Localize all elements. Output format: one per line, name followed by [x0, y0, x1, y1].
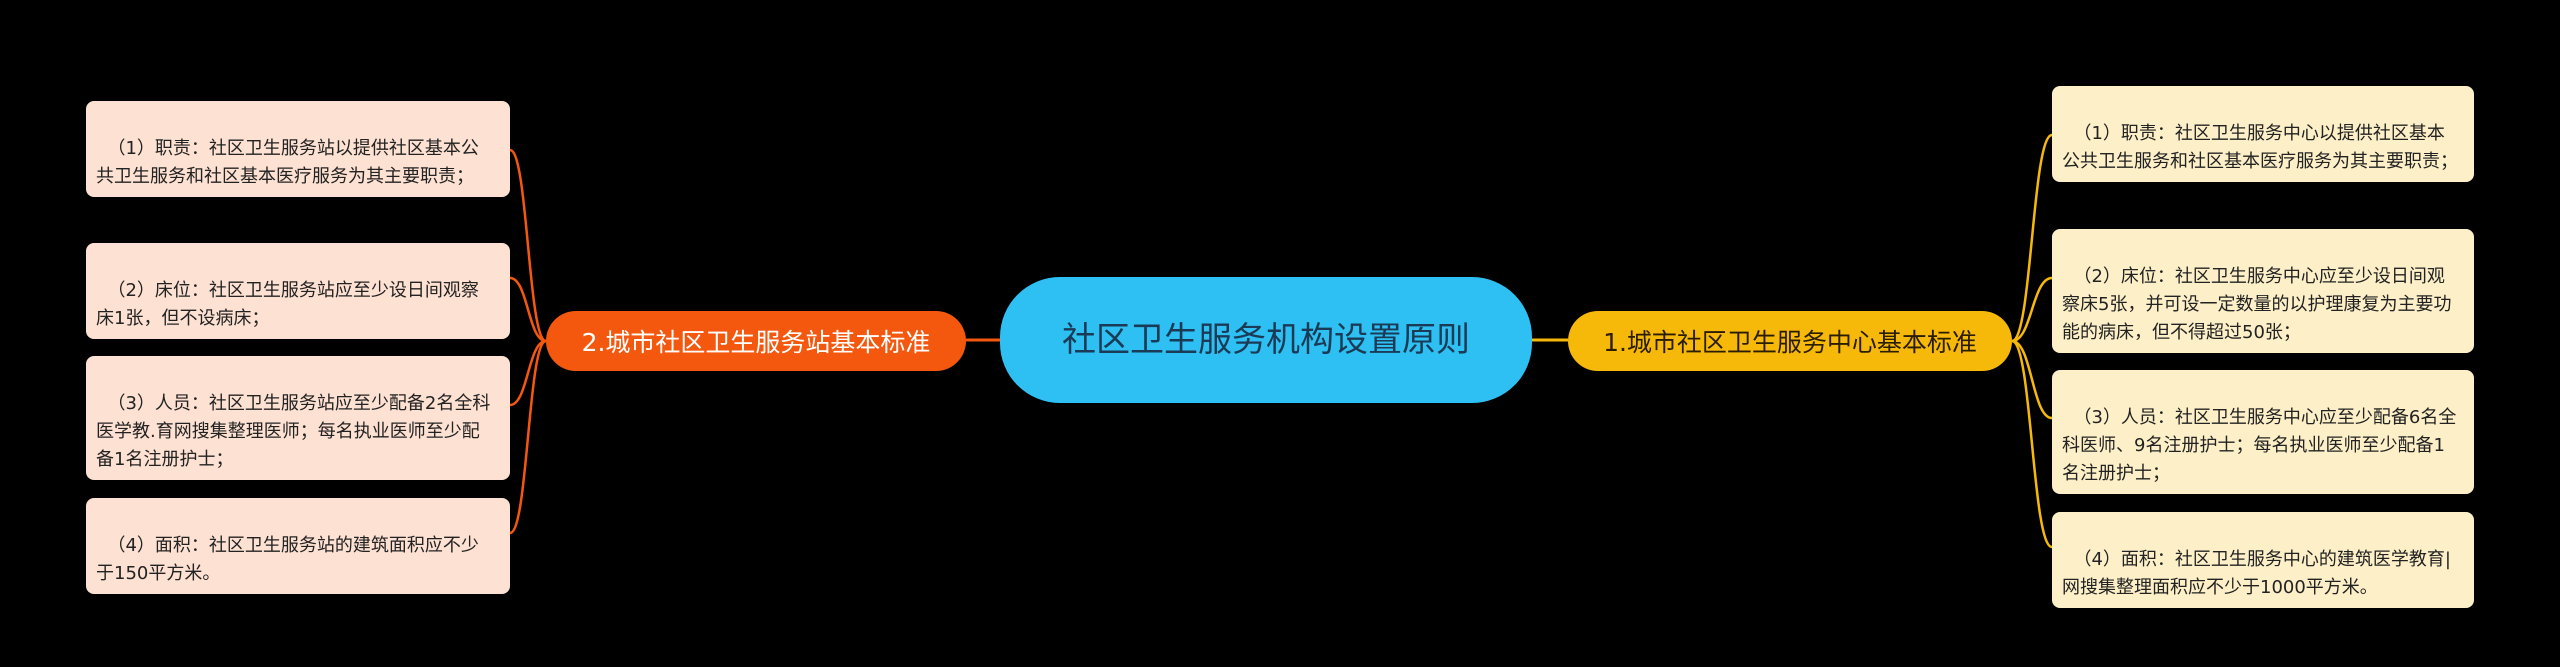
connector-right-1: [2011, 133, 2053, 343]
leaf-station-area[interactable]: （4）面积：社区卫生服务站的建筑面积应不少于150平方米。: [86, 498, 510, 594]
leaf-text: （2）床位：社区卫生服务站应至少设日间观察床1张，但不设病床；: [96, 280, 479, 329]
leaf-station-duties[interactable]: （1）职责：社区卫生服务站以提供社区基本公共卫生服务和社区基本医疗服务为其主要职…: [86, 101, 510, 197]
connector-right-3: [2011, 339, 2053, 420]
branch-center-label: 1.城市社区卫生服务中心基本标准: [1603, 328, 1977, 357]
leaf-station-beds[interactable]: （2）床位：社区卫生服务站应至少设日间观察床1张，但不设病床；: [86, 243, 510, 339]
leaf-text: （1）职责：社区卫生服务站以提供社区基本公共卫生服务和社区基本医疗服务为其主要职…: [96, 138, 479, 187]
connector-left-1: [509, 148, 547, 343]
connector-right-4: [2011, 339, 2053, 549]
leaf-center-duties[interactable]: （1）职责：社区卫生服务中心以提供社区基本公共卫生服务和社区基本医疗服务为其主要…: [2052, 86, 2474, 182]
branch-station-label: 2.城市社区卫生服务站基本标准: [581, 328, 931, 357]
branch-center-standards[interactable]: 1.城市社区卫生服务中心基本标准: [1568, 311, 2012, 371]
connector-left-3: [509, 339, 547, 407]
leaf-text: （2）床位：社区卫生服务中心应至少设日间观察床5张，并可设一定数量的以护理康复为…: [2062, 266, 2452, 343]
connector-right-2: [2011, 276, 2053, 343]
branch-station-standards[interactable]: 2.城市社区卫生服务站基本标准: [546, 311, 966, 371]
leaf-text: （1）职责：社区卫生服务中心以提供社区基本公共卫生服务和社区基本医疗服务为其主要…: [2062, 123, 2458, 172]
central-topic[interactable]: 社区卫生服务机构设置原则: [1000, 277, 1532, 403]
leaf-center-area[interactable]: （4）面积：社区卫生服务中心的建筑医学教育|网搜集整理面积应不少于1000平方米…: [2052, 512, 2474, 608]
central-topic-label: 社区卫生服务机构设置原则: [1062, 319, 1470, 360]
leaf-station-staff[interactable]: （3）人员：社区卫生服务站应至少配备2名全科医学教.育网搜集整理医师；每名执业医…: [86, 356, 510, 480]
leaf-text: （4）面积：社区卫生服务站的建筑面积应不少于150平方米。: [96, 535, 479, 584]
leaf-center-staff[interactable]: （3）人员：社区卫生服务中心应至少配备6名全科医师、9名注册护士；每名执业医师至…: [2052, 370, 2474, 494]
connector-left-4: [509, 339, 547, 535]
leaf-text: （3）人员：社区卫生服务站应至少配备2名全科医学教.育网搜集整理医师；每名执业医…: [96, 393, 491, 470]
leaf-center-beds[interactable]: （2）床位：社区卫生服务中心应至少设日间观察床5张，并可设一定数量的以护理康复为…: [2052, 229, 2474, 353]
leaf-text: （4）面积：社区卫生服务中心的建筑医学教育|网搜集整理面积应不少于1000平方米…: [2062, 549, 2451, 598]
leaf-text: （3）人员：社区卫生服务中心应至少配备6名全科医师、9名注册护士；每名执业医师至…: [2062, 407, 2457, 484]
connector-left-2: [509, 276, 547, 343]
